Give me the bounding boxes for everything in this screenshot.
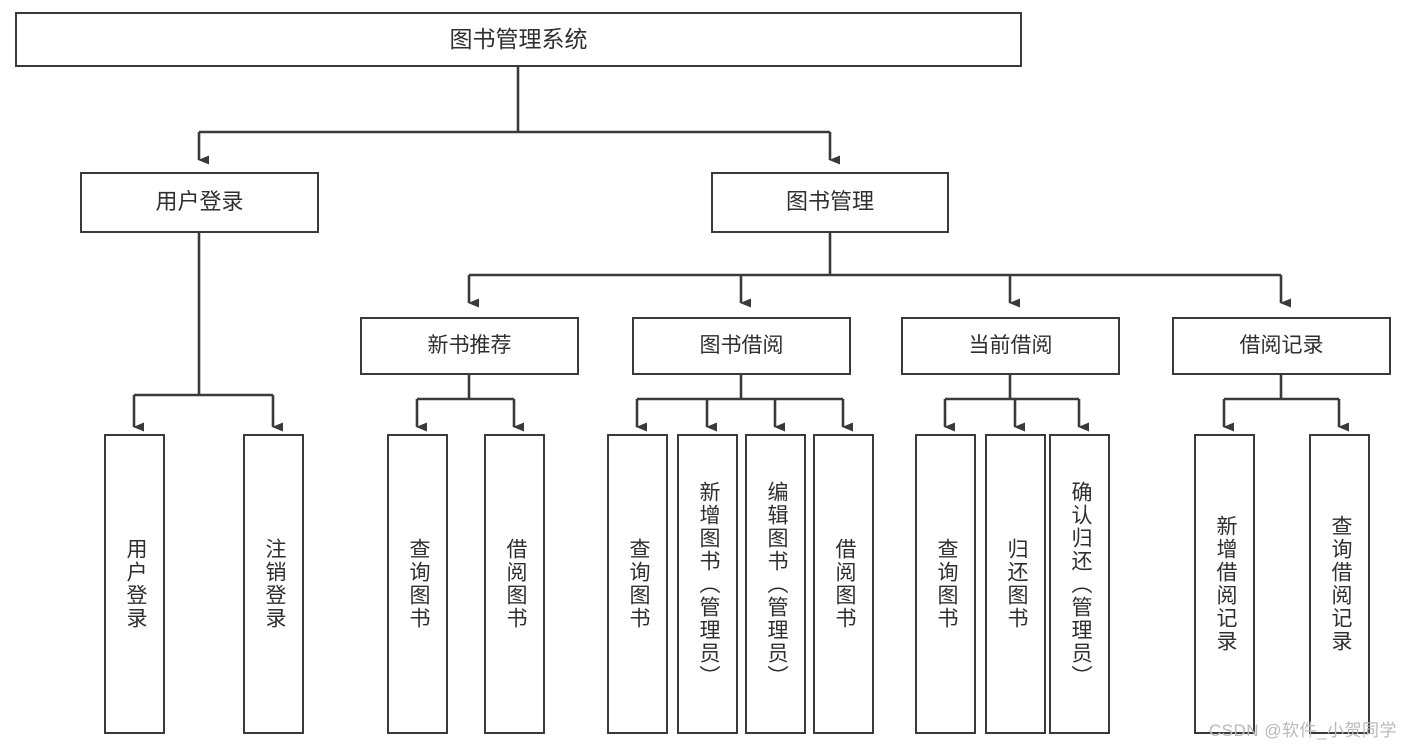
leaf-new-book-borrow[interactable]: 借阅图书 [484, 434, 545, 734]
node-label: 查询借阅记录 [1328, 515, 1352, 653]
leaf-user-login-login[interactable]: 用户登录 [104, 434, 165, 734]
node-current-borrow[interactable]: 当前借阅 [901, 317, 1120, 375]
node-label: 借阅记录 [1239, 333, 1324, 357]
node-label: 新增借阅记录 [1213, 515, 1237, 653]
leaf-current-confirm-return-admin[interactable]: 确认归还（管理员） [1049, 434, 1110, 734]
node-label: 查询图书 [934, 538, 958, 630]
leaf-borrow-add-book-admin[interactable]: 新增图书（管理员） [677, 434, 738, 734]
leaf-current-query-book[interactable]: 查询图书 [915, 434, 976, 734]
node-label: 用户登录 [155, 189, 244, 215]
node-label: 归还图书 [1004, 538, 1028, 630]
node-label: 编辑图书（管理员） [764, 480, 788, 688]
node-label: 新书推荐 [427, 333, 512, 357]
node-label: 用户登录 [123, 538, 147, 630]
leaf-borrow-edit-book-admin[interactable]: 编辑图书（管理员） [745, 434, 806, 734]
node-label: 图书借阅 [699, 333, 784, 357]
node-label: 查询图书 [406, 538, 430, 630]
node-user-login[interactable]: 用户登录 [80, 172, 319, 233]
leaf-user-login-logout[interactable]: 注销登录 [243, 434, 304, 734]
leaf-new-book-query[interactable]: 查询图书 [387, 434, 448, 734]
node-label: 新增图书（管理员） [696, 480, 720, 688]
node-book-borrow[interactable]: 图书借阅 [632, 317, 851, 375]
node-label: 确认归还（管理员） [1068, 480, 1092, 688]
leaf-borrow-borrow-book[interactable]: 借阅图书 [813, 434, 874, 734]
watermark: CSDN @软件_小贺同学 [1208, 721, 1397, 740]
node-label: 借阅图书 [503, 538, 527, 630]
node-label: 查询图书 [626, 538, 650, 630]
node-label: 图书管理 [785, 189, 874, 215]
leaf-record-add-record[interactable]: 新增借阅记录 [1194, 434, 1255, 734]
node-borrow-record[interactable]: 借阅记录 [1172, 317, 1391, 375]
node-book-management[interactable]: 图书管理 [711, 172, 949, 233]
node-label: 图书管理系统 [449, 25, 588, 52]
node-label: 当前借阅 [968, 333, 1053, 357]
leaf-record-query-record[interactable]: 查询借阅记录 [1309, 434, 1370, 734]
node-new-book-recommend[interactable]: 新书推荐 [360, 317, 579, 375]
leaf-borrow-query-book[interactable]: 查询图书 [607, 434, 668, 734]
node-label: 注销登录 [262, 538, 286, 630]
node-root-system[interactable]: 图书管理系统 [15, 12, 1022, 67]
leaf-current-return-book[interactable]: 归还图书 [985, 434, 1046, 734]
node-label: 借阅图书 [832, 538, 856, 630]
